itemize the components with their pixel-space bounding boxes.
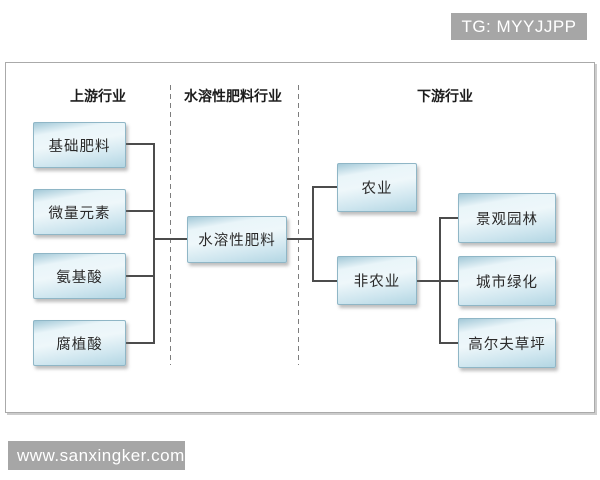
node-golf-turf: 高尔夫草坪: [458, 318, 556, 368]
connector-line: [126, 143, 154, 145]
node-water-soluble-fertilizer: 水溶性肥料: [187, 216, 287, 263]
node-landscape-garden: 景观园林: [458, 193, 556, 243]
section-header-upstream: 上游行业: [70, 89, 126, 105]
node-humic-acid: 腐植酸: [33, 320, 126, 366]
section-divider-left: [170, 85, 171, 365]
connector-line: [126, 210, 154, 212]
connector-line: [153, 238, 187, 240]
connector-line: [312, 186, 314, 282]
connector-line: [439, 217, 458, 219]
section-header-core: 水溶性肥料行业: [184, 89, 282, 105]
connector-line: [153, 143, 155, 344]
connector-line: [439, 217, 441, 344]
connector-line: [439, 342, 458, 344]
telegram-watermark-badge: TG: MYYJJPP: [451, 13, 587, 40]
connector-line: [287, 238, 314, 240]
connector-line: [312, 280, 337, 282]
node-urban-greening: 城市绿化: [458, 256, 556, 306]
connector-line: [126, 342, 154, 344]
node-non-agriculture: 非农业: [337, 256, 417, 305]
node-trace-elements: 微量元素: [33, 189, 126, 235]
section-header-downstream: 下游行业: [417, 89, 473, 105]
node-amino-acid: 氨基酸: [33, 253, 126, 299]
connector-line: [417, 280, 458, 282]
node-base-fertilizer: 基础肥料: [33, 122, 126, 168]
connector-line: [126, 275, 154, 277]
website-watermark-badge: www.sanxingker.com: [8, 441, 185, 470]
connector-line: [312, 186, 337, 188]
node-agriculture: 农业: [337, 163, 417, 212]
section-divider-right: [298, 85, 299, 365]
